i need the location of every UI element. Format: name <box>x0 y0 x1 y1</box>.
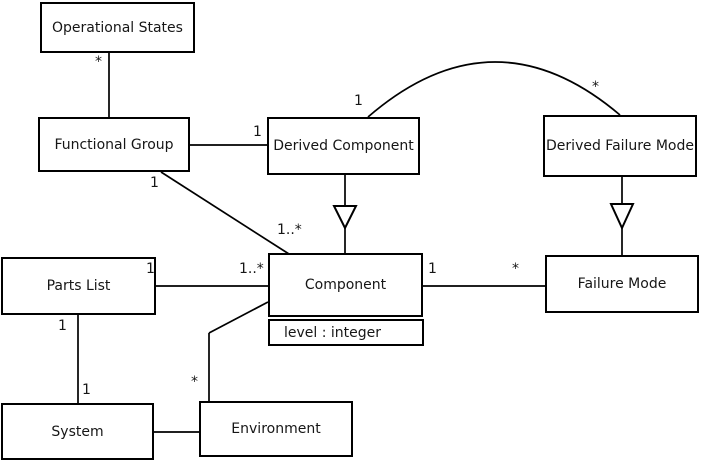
class-box-functional-group: Functional Group <box>38 117 190 172</box>
multiplicity-derived-component-end: 1 <box>253 124 262 140</box>
multiplicity-component-end-from-parts-list: 1..* <box>239 261 264 277</box>
class-attributes-component: level : integer <box>268 319 424 346</box>
multiplicity-arc-derived-component-end: 1 <box>354 93 363 109</box>
class-name-component: Component <box>304 277 387 293</box>
multiplicity-environment-end: * <box>191 374 198 390</box>
class-name-system: System <box>51 423 104 440</box>
class-name-derived-failure-mode: Derived Failure Mode <box>546 138 694 154</box>
class-name-parts-list: Parts List <box>46 278 111 294</box>
multiplicity-operational-states-end: * <box>95 54 102 70</box>
class-name-failure-mode: Failure Mode <box>577 276 667 292</box>
multiplicity-component-end-to-failure-mode: 1 <box>428 261 437 277</box>
edge-arc-derived-component-derived-failure-mode <box>367 61 621 118</box>
class-box-component: Component <box>268 253 423 317</box>
generalization-triangle-failure-mode <box>609 203 635 231</box>
attribute-level-integer: level : integer <box>284 324 382 341</box>
multiplicity-parts-list-end: 1 <box>146 261 155 277</box>
multiplicity-functional-group-end: 1 <box>150 175 159 191</box>
class-box-parts-list: Parts List <box>1 257 156 315</box>
edge-environment-component-diagonal <box>208 301 269 334</box>
class-box-environment: Environment <box>199 401 353 457</box>
multiplicity-system-end: 1 <box>82 382 91 398</box>
generalization-triangle-component <box>332 205 358 231</box>
class-name-operational-states: Operational States <box>52 19 183 36</box>
multiplicity-failure-mode-end: * <box>512 261 519 277</box>
class-box-failure-mode: Failure Mode <box>545 255 699 313</box>
class-box-derived-component: Derived Component <box>267 117 420 175</box>
class-name-environment: Environment <box>231 421 321 437</box>
edge-functional-group-component <box>160 171 290 255</box>
multiplicity-arc-derived-failure-mode-end: * <box>592 79 599 95</box>
class-box-system: System <box>1 403 154 460</box>
multiplicity-parts-list-system-top-end: 1 <box>58 318 67 334</box>
class-box-derived-failure-mode: Derived Failure Mode <box>543 115 697 177</box>
class-box-operational-states: Operational States <box>40 2 195 53</box>
class-name-derived-component: Derived Component <box>273 138 414 154</box>
class-name-functional-group: Functional Group <box>54 136 174 153</box>
multiplicity-component-end-from-functional-group: 1..* <box>277 222 302 238</box>
